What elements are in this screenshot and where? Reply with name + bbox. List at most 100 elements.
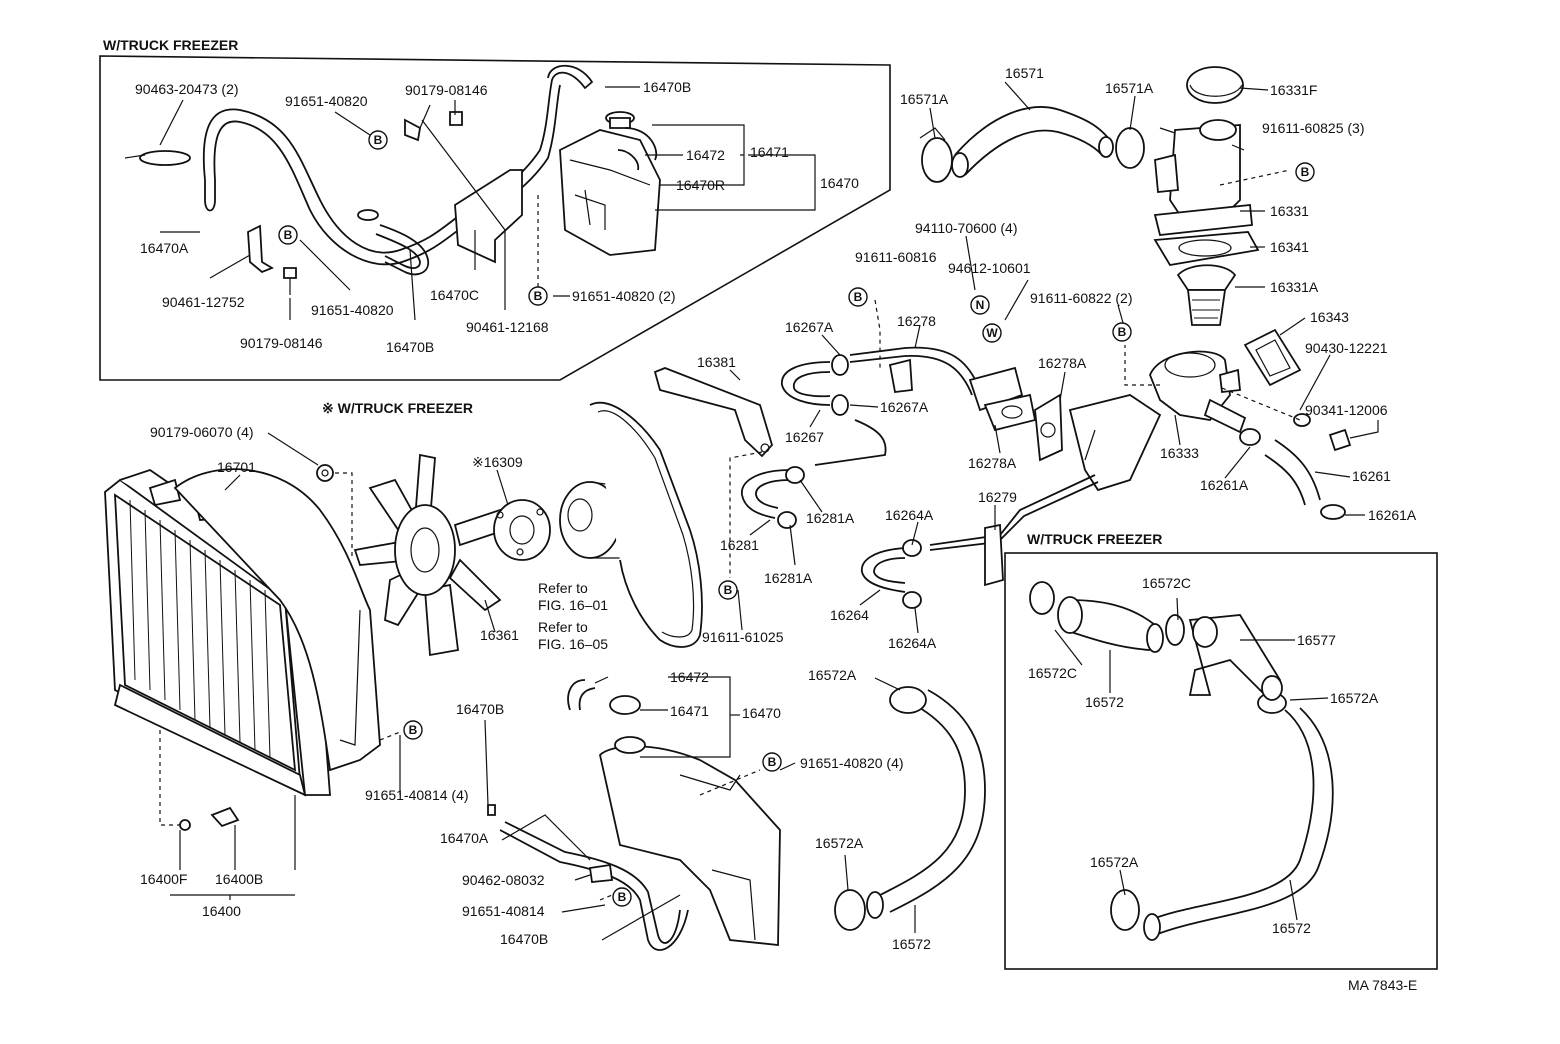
radiator-cap-16331f-icon: [1186, 66, 1244, 104]
hose-clamp-icon: [357, 209, 379, 221]
drain-cock-icon: [179, 806, 240, 831]
part-label: 16572A: [1090, 854, 1139, 870]
part-label: 91651-40814 (4): [365, 787, 469, 803]
part-label: 16400: [202, 903, 241, 919]
clamp-band-icon: [124, 150, 191, 166]
overflow-hose-16470a-icon: [499, 821, 689, 951]
part-label: 16264A: [888, 635, 937, 651]
part-label: 90179-08146: [240, 335, 323, 351]
part-label: 91651-40820 (2): [572, 288, 676, 304]
part-label: 16279: [978, 489, 1017, 505]
part-label: 16361: [480, 627, 519, 643]
section-title-bottom-right: W/TRUCK FREEZER: [1027, 531, 1162, 547]
nut-icon: [316, 464, 334, 482]
part-label: 91651-40814: [462, 903, 545, 919]
hose-clip-icon: [487, 804, 614, 883]
part-label: 16472: [686, 147, 725, 163]
section-frames: [99, 55, 1438, 970]
reservoir-tank-16470-icon: [559, 111, 661, 256]
part-label: 16381: [697, 354, 736, 370]
part-label: 16470A: [440, 830, 489, 846]
part-label: 91611-61025: [702, 629, 784, 645]
lower-radiator-hose-16572-icon: [866, 689, 986, 919]
fan-blade-16361-icon: [353, 453, 507, 657]
part-label: 16281A: [764, 570, 813, 586]
clip-icon: [404, 111, 463, 142]
svg-text:B: B: [768, 755, 777, 769]
part-label: Refer to: [538, 619, 588, 635]
svg-text:N: N: [976, 298, 985, 312]
part-label: 90430-12221: [1305, 340, 1388, 356]
part-label: 91651-40820: [311, 302, 394, 318]
part-label: 16261: [1352, 468, 1391, 484]
water-inlet-16333-icon: [1149, 350, 1247, 434]
part-label: 16261A: [1368, 507, 1417, 523]
hose-clamp-icon: [919, 127, 1145, 183]
part-label: 16341: [1270, 239, 1309, 255]
part-label: 16470B: [500, 931, 548, 947]
hose-clamp-icon: [834, 686, 927, 931]
reservoir-hose-16472-icon: [567, 679, 596, 711]
part-label: 16572A: [1330, 690, 1379, 706]
svg-text:B: B: [724, 583, 733, 597]
part-label: 16571A: [1105, 80, 1154, 96]
part-label: 16571: [1005, 65, 1044, 81]
part-label: 16572C: [1028, 665, 1077, 681]
part-label: 16571A: [900, 91, 949, 107]
hose-clamp-icon: [1029, 581, 1287, 931]
part-label: 16577: [1297, 632, 1336, 648]
part-label: 90463-20473 (2): [135, 81, 239, 97]
part-label: 91651-40820: [285, 93, 368, 109]
svg-text:B: B: [1301, 165, 1310, 179]
fan-shroud-16701-icon: [173, 468, 381, 772]
part-label: 16278: [897, 313, 936, 329]
part-label: 16267: [785, 429, 824, 445]
svg-text:B: B: [1118, 325, 1127, 339]
svg-text:B: B: [409, 723, 418, 737]
part-label: 16281A: [806, 510, 855, 526]
part-label: 16267A: [785, 319, 834, 335]
part-label: 16572C: [1142, 575, 1191, 591]
svg-text:B: B: [618, 890, 627, 904]
part-label: 16470: [742, 705, 781, 721]
part-label: 16267A: [880, 399, 929, 415]
part-label: 16400B: [215, 871, 263, 887]
part-label: 16400F: [140, 871, 187, 887]
part-label: 16331: [1270, 203, 1309, 219]
part-label: 16572: [1272, 920, 1311, 936]
freezer-hose-16572-icon: [1057, 596, 1164, 653]
bracket-90461-12752-icon: [247, 224, 275, 274]
part-label: 16343: [1310, 309, 1349, 325]
part-label: 90179-08146: [405, 82, 488, 98]
plate-16278a-icon: [1068, 394, 1162, 492]
section-title-top-left: W/TRUCK FREEZER: [103, 37, 238, 53]
part-label: 16264A: [885, 507, 934, 523]
part-label: 90461-12168: [466, 319, 549, 335]
part-label: 16471: [750, 144, 789, 160]
overflow-hose-16470a: [202, 79, 553, 254]
bolt-icon: [283, 267, 297, 295]
marker-b: B: [612, 887, 632, 907]
part-label: FIG. 16–01: [538, 597, 608, 613]
part-label: 16470B: [386, 339, 434, 355]
part-label: 16261A: [1200, 477, 1249, 493]
part-label: 94612-10601: [948, 260, 1031, 276]
part-label: 16470B: [456, 701, 504, 717]
part-label: 16470A: [140, 240, 189, 256]
part-label: 91611-60816: [855, 249, 937, 265]
part-label: 16331A: [1270, 279, 1319, 295]
fluid-coupling-16309-icon: [493, 499, 551, 561]
gasket-16278a-icon: [983, 393, 1063, 462]
marker-b: B: [368, 130, 388, 150]
bolt-icon: [1293, 413, 1352, 452]
marker-b: B: [1295, 162, 1315, 182]
part-label: 16470R: [676, 177, 725, 193]
part-label: 90461-12752: [162, 294, 245, 310]
thermostat-16331a-icon: [1176, 264, 1237, 326]
part-label: 16278A: [968, 455, 1017, 471]
marker-b: B: [848, 287, 868, 307]
part-label: 16281: [720, 537, 759, 553]
part-label: 90462-08032: [462, 872, 545, 888]
adjusting-bar-16381-icon: [653, 367, 774, 458]
